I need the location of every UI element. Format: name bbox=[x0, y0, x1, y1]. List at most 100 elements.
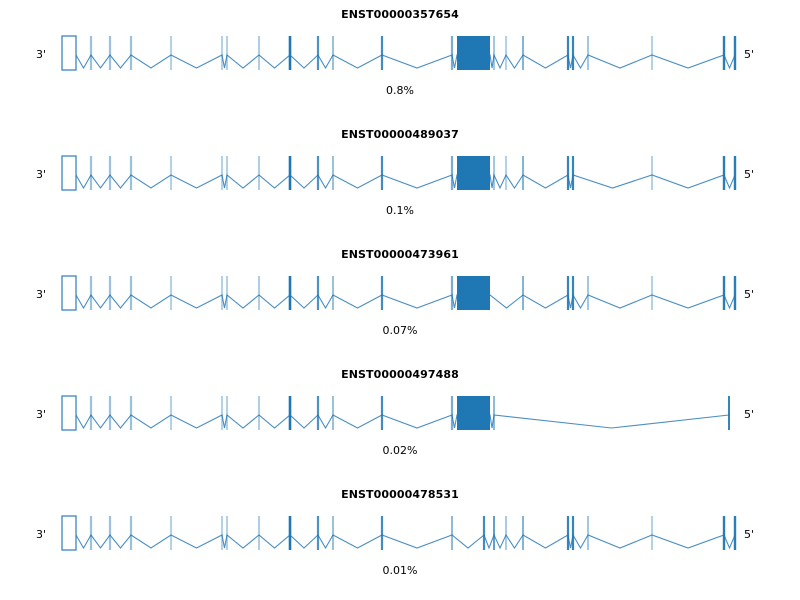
strand-label-5-prime: 5' bbox=[744, 168, 755, 181]
strand-label-3-prime: 3' bbox=[36, 288, 47, 301]
transcript-track bbox=[61, 275, 737, 311]
intron-line bbox=[75, 533, 736, 550]
exon-bar bbox=[450, 276, 454, 310]
exon-bar bbox=[108, 36, 112, 70]
exon-bar bbox=[316, 156, 320, 190]
exon-bar bbox=[226, 396, 228, 430]
exon-bar bbox=[89, 516, 93, 550]
exon-bar bbox=[332, 156, 334, 190]
exon-bar bbox=[587, 516, 589, 550]
exon-bar bbox=[522, 276, 524, 310]
exon-bar bbox=[522, 36, 524, 70]
large-exon-block bbox=[457, 156, 490, 190]
exon-bar bbox=[493, 516, 495, 550]
large-exon-block bbox=[457, 276, 490, 310]
large-exon-block bbox=[457, 36, 490, 70]
exon-bar bbox=[522, 516, 524, 550]
exon-bar bbox=[733, 276, 737, 310]
exon-bar bbox=[733, 156, 737, 190]
exon-bar bbox=[651, 156, 653, 190]
utr-box bbox=[61, 275, 77, 311]
exon-bar bbox=[571, 156, 575, 190]
exon-bar bbox=[226, 276, 228, 310]
exon-bar bbox=[170, 276, 172, 310]
exon-bar bbox=[258, 396, 260, 430]
exon-bar bbox=[108, 156, 112, 190]
strand-label-3-prime: 3' bbox=[36, 528, 47, 541]
transcript-track bbox=[61, 35, 737, 71]
exon-bar bbox=[722, 36, 726, 70]
exon-bar bbox=[89, 36, 93, 70]
exon-bar bbox=[571, 36, 575, 70]
transcript-percent: 0.8% bbox=[386, 84, 414, 97]
exon-bar bbox=[316, 516, 320, 550]
strand-label-3-prime: 3' bbox=[36, 48, 47, 61]
exon-bar bbox=[733, 516, 737, 550]
exon-bar bbox=[522, 156, 524, 190]
exon-bar bbox=[451, 516, 453, 550]
exon-bar bbox=[288, 36, 292, 70]
exon-bar bbox=[566, 276, 570, 310]
transcript-track bbox=[61, 395, 730, 431]
transcript-panel: ENST00000497488 3' 5' 0.02% bbox=[0, 360, 800, 480]
exon-bar bbox=[571, 516, 575, 550]
exon-bar bbox=[316, 276, 320, 310]
exon-bar bbox=[170, 156, 172, 190]
exon-bar bbox=[380, 516, 384, 550]
exon-bar bbox=[170, 396, 172, 430]
transcript-percent: 0.02% bbox=[382, 444, 418, 457]
exon-bar bbox=[651, 36, 653, 70]
exon-bar bbox=[170, 516, 172, 550]
exon-bar bbox=[288, 276, 292, 310]
exon-bar bbox=[332, 36, 334, 70]
strand-label-3-prime: 3' bbox=[36, 408, 47, 421]
exon-bar bbox=[450, 36, 454, 70]
exon-bar bbox=[722, 276, 726, 310]
exon-bar bbox=[108, 396, 112, 430]
exon-bar bbox=[566, 156, 570, 190]
intron-line bbox=[75, 53, 736, 70]
strand-label-5-prime: 5' bbox=[744, 408, 755, 421]
strand-label-5-prime: 5' bbox=[744, 288, 755, 301]
exon-bar bbox=[566, 36, 570, 70]
intron-line bbox=[75, 293, 736, 310]
transcript-title: ENST00000357654 bbox=[341, 8, 459, 21]
exon-bar bbox=[226, 156, 228, 190]
exon-bar bbox=[258, 276, 260, 310]
exon-bar bbox=[566, 516, 570, 550]
exon-bar bbox=[571, 276, 575, 310]
exon-bar bbox=[380, 156, 384, 190]
exon-bar bbox=[651, 276, 653, 310]
exon-bar bbox=[129, 156, 133, 190]
utr-box bbox=[61, 35, 77, 71]
exon-bar bbox=[505, 516, 507, 550]
exon-bar bbox=[129, 276, 133, 310]
transcript-track bbox=[61, 515, 737, 551]
exon-bar bbox=[733, 36, 737, 70]
exon-bar bbox=[221, 156, 223, 190]
transcript-percent: 0.07% bbox=[382, 324, 418, 337]
intron-line bbox=[75, 413, 730, 430]
transcript-percent: 0.1% bbox=[386, 204, 414, 217]
exon-bar bbox=[258, 156, 260, 190]
exon-bar bbox=[226, 36, 228, 70]
exon-bar bbox=[89, 276, 93, 310]
exon-bar bbox=[450, 396, 454, 430]
exon-bar bbox=[493, 156, 495, 190]
exon-bar bbox=[332, 276, 334, 310]
utr-box bbox=[61, 395, 77, 431]
transcript-title: ENST00000497488 bbox=[341, 368, 459, 381]
exon-bar bbox=[258, 516, 260, 550]
exon-bar bbox=[89, 156, 93, 190]
transcript-track bbox=[61, 155, 737, 191]
strand-label-5-prime: 5' bbox=[744, 528, 755, 541]
exon-bar bbox=[288, 156, 292, 190]
exon-bar bbox=[728, 396, 730, 430]
exon-bar bbox=[380, 396, 384, 430]
transcript-title: ENST00000489037 bbox=[341, 128, 459, 141]
exon-bar bbox=[170, 36, 172, 70]
exon-bar bbox=[316, 36, 320, 70]
